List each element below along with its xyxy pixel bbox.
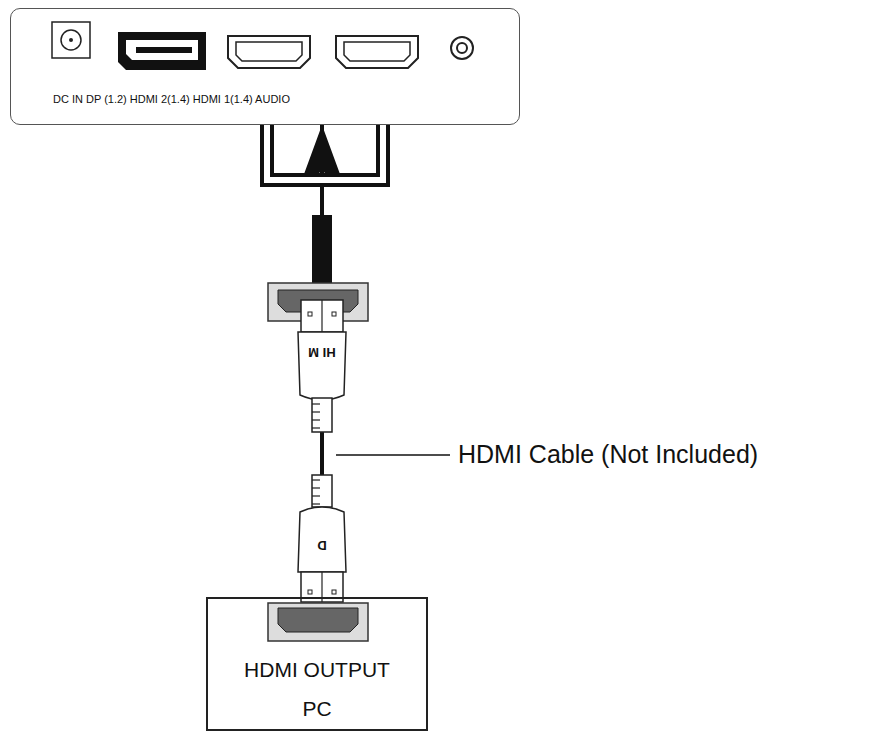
- bracket: [267, 125, 383, 180]
- lower-plug: [298, 475, 346, 602]
- bracket-inner: [267, 125, 383, 180]
- ridge: [312, 403, 320, 404]
- pc-hdmi-port: [268, 603, 368, 641]
- pc-box: HDMI OUTPUT PC: [206, 597, 428, 731]
- port-hdmi1: [336, 36, 418, 68]
- cable-marking: HI M: [308, 345, 335, 360]
- port-dp: [118, 32, 206, 70]
- ridge: [312, 479, 320, 480]
- cable-label: HDMI Cable (Not Included): [458, 440, 758, 469]
- ridge: [312, 427, 320, 428]
- monitor-back-panel: DC IN DP (1.2) HDMI 2(1.4) HDMI 1(1.4) A…: [10, 8, 520, 125]
- ridge: [312, 419, 320, 420]
- ridge: [312, 495, 320, 496]
- cable-marking: D: [317, 538, 326, 553]
- ridge: [312, 503, 320, 504]
- node-text: DC IN DP (1.2) HDMI 2(1.4) HDMI 1(1.4) A…: [53, 93, 290, 105]
- ridge: [312, 411, 320, 412]
- leader-line: [336, 454, 450, 456]
- port-audio: [451, 37, 473, 59]
- port-hdmi2: [228, 36, 310, 68]
- arrow-shaft: [312, 215, 332, 285]
- upper-plug: [268, 283, 368, 432]
- port-dc-in: [52, 22, 90, 58]
- node-text: HDMI OUTPUT PC: [232, 651, 402, 729]
- ridge: [312, 487, 320, 488]
